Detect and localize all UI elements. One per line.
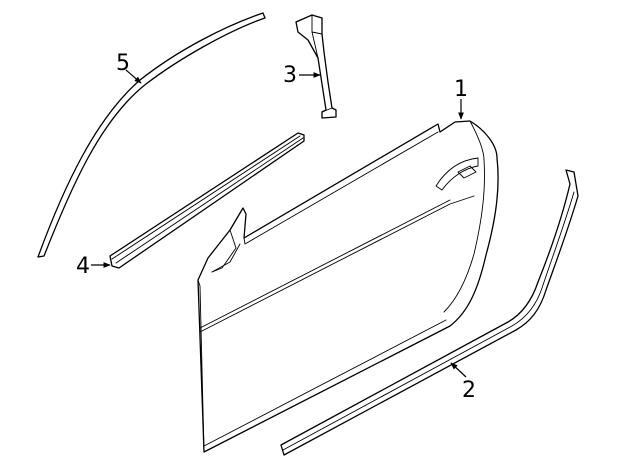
callout-label-2: 2 xyxy=(462,378,476,403)
callout-label-1: 1 xyxy=(454,77,468,102)
callout-label-3: 3 xyxy=(283,63,297,88)
callout-1: 1 xyxy=(454,77,468,120)
leader-line-2 xyxy=(450,362,467,378)
callout-4: 4 xyxy=(76,254,111,279)
pillar-trim xyxy=(295,14,337,119)
roof-molding xyxy=(37,12,266,258)
door-shell xyxy=(197,120,499,453)
leader-line-5 xyxy=(125,69,142,84)
callout-5: 5 xyxy=(116,51,142,84)
callout-label-4: 4 xyxy=(76,254,90,279)
belt-molding xyxy=(109,132,305,269)
lower-molding xyxy=(280,169,579,456)
callout-2: 2 xyxy=(450,362,476,403)
callout-3: 3 xyxy=(283,63,321,88)
